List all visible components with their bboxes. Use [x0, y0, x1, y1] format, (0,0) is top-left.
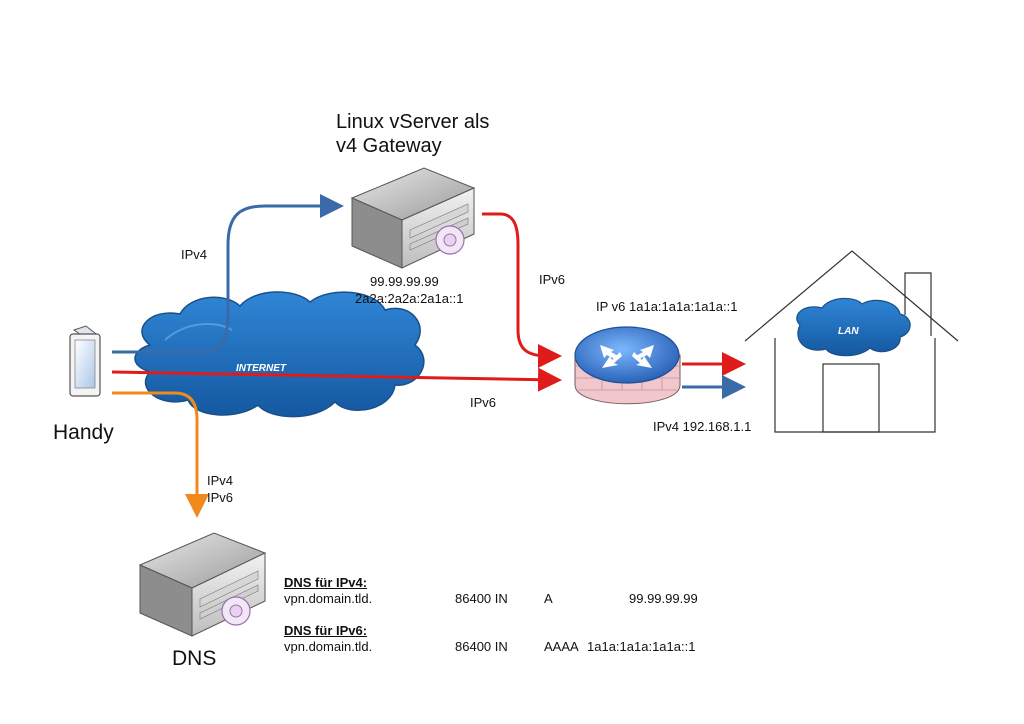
dns-ipv6-type: AAAA: [544, 639, 579, 654]
lan-label: LAN: [838, 326, 859, 337]
ipv4-gateway-arrow: [112, 194, 344, 354]
dns-ipv4-ttl: 86400 IN: [455, 591, 508, 606]
lan-cloud-icon: [796, 297, 911, 357]
dns-ipv6-heading: DNS für IPv6:: [284, 623, 368, 638]
router-ipv6-address: IP v6 1a1a:1a1a:1a1a::1: [596, 299, 738, 314]
server-ipv6-address: 2a2a:2a2a:2a1a::1: [355, 291, 464, 306]
dns-ipv6-value: 1a1a:1a1a:1a1a::1: [587, 639, 696, 654]
edge-label-ipv4-gateway: IPv4: [181, 247, 208, 262]
edge-label-ipv6-gateway: IPv6: [539, 272, 566, 287]
server-title: Linux vServer als: [336, 111, 490, 133]
dns-query-arrow: [112, 391, 209, 518]
edge-label-dns-ipv6: IPv6: [207, 490, 234, 505]
dns-ipv4-type: A: [544, 591, 553, 606]
server-icon: [350, 167, 476, 269]
house-icon: [744, 250, 959, 433]
ipv6-direct-arrow: [111, 367, 562, 392]
dns-server-label: DNS: [172, 647, 217, 670]
dns-ipv6-ttl: 86400 IN: [455, 639, 508, 654]
ipv6-gateway-router-arrow: [482, 212, 562, 368]
dns-ipv4-heading: DNS für IPv4:: [284, 575, 368, 590]
dns-ipv6-name: vpn.domain.tld.: [284, 639, 373, 654]
internet-label: INTERNET: [236, 363, 286, 374]
cloud-icon: [134, 291, 425, 418]
dns-server-icon: [138, 532, 267, 637]
dns-ipv4-name: vpn.domain.tld.: [284, 591, 373, 606]
dns-ipv4-value: 99.99.99.99: [629, 591, 698, 606]
server-title-line2: v4 Gateway: [336, 135, 442, 157]
edge-label-dns-ipv4: IPv4: [207, 473, 234, 488]
handy-label: Handy: [53, 421, 114, 444]
edge-label-ipv6-direct: IPv6: [470, 395, 497, 410]
router-ipv4-address: IPv4 192.168.1.1: [653, 419, 752, 434]
router-firewall-icon: [574, 326, 681, 405]
phone-icon: [69, 325, 102, 397]
server-ipv4-address: 99.99.99.99: [370, 274, 439, 289]
